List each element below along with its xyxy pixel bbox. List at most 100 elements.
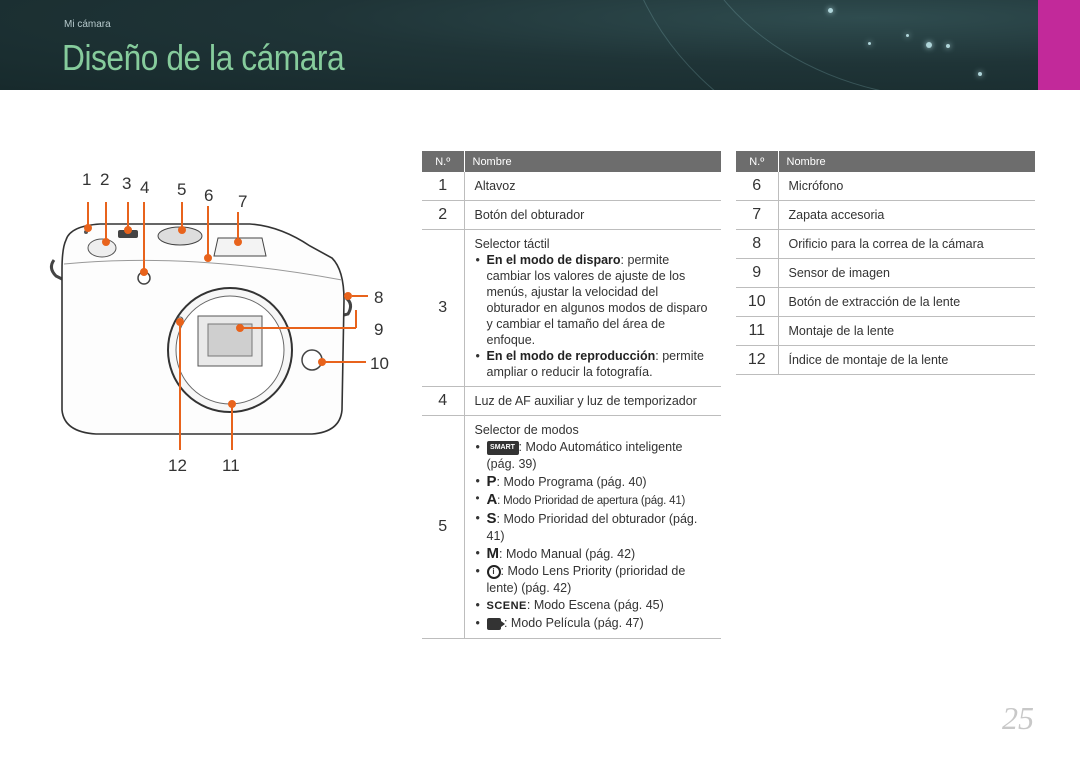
mode-text: : Modo Automático inteligente (pág. 39) [486, 440, 683, 471]
program-mode-icon: P [486, 473, 497, 490]
column-header-no: N.º [736, 151, 779, 172]
list-item: i: Modo Lens Priority (prioridad de lent… [475, 563, 712, 597]
row-name: Orificio para la correa de la cámara [778, 229, 1035, 259]
row-name: Montaje de la lente [778, 316, 1035, 346]
page-number: 25 [1002, 700, 1034, 736]
row-name: Zapata accesoria [778, 200, 1035, 230]
table-row: 8 Orificio para la correa de la cámara [736, 229, 1035, 259]
table-row: 6 Micrófono [736, 172, 1035, 201]
column-header-no: N.º [422, 151, 465, 172]
sparkle [926, 42, 932, 48]
scene-mode-icon: SCENE [486, 600, 527, 612]
hot-shoe [213, 237, 267, 257]
row-name: Luz de AF auxiliar y luz de temporizador [464, 386, 721, 416]
list-item: En el modo de disparo: permite cambiar l… [475, 252, 712, 348]
table-row: 9 Sensor de imagen [736, 258, 1035, 288]
table-row: 3 Selector táctil En el modo de disparo:… [422, 229, 721, 387]
callout-1: 1 [82, 170, 92, 189]
list-item: S: Modo Prioridad del obturador (pág. 41… [475, 510, 712, 545]
breadcrumb[interactable]: Mi cámara [64, 19, 111, 30]
row-name: Selector táctil En el modo de disparo: p… [464, 229, 721, 387]
table-row: 2 Botón del obturador [422, 200, 721, 230]
sparkle [906, 34, 909, 37]
row-number: 10 [736, 287, 779, 317]
mode-text: : Modo Lens Priority (prioridad de lente… [486, 564, 686, 595]
camera-diagram: 1 2 3 4 5 6 7 8 9 10 11 12 [40, 160, 400, 480]
mode-text: : Modo Escena (pág. 45) [526, 598, 664, 612]
callout-2: 2 [100, 170, 110, 189]
shutter-mode-icon: S [486, 510, 497, 527]
callout-3: 3 [122, 174, 132, 193]
strap-left [49, 259, 65, 282]
row-number: 8 [736, 229, 779, 259]
mode-text: : Modo Prioridad del obturador (pág. 41) [486, 512, 698, 543]
callout-lines [84, 202, 368, 450]
callout-12: 12 [168, 456, 187, 475]
list-item: : Modo Película (pág. 47) [475, 615, 712, 632]
list-item: SMART: Modo Automático inteligente (pág.… [475, 439, 712, 473]
table-row: 7 Zapata accesoria [736, 200, 1035, 230]
mode-text: : Modo Película (pág. 47) [503, 616, 644, 630]
mode-text: : Modo Manual (pág. 42) [499, 547, 636, 561]
bullet-text: : permite cambiar los valores de ajuste … [486, 253, 708, 347]
table-row: 5 Selector de modos SMART: Modo Automáti… [422, 415, 721, 639]
bullet-text: : permite ampliar o reducir la fotografí… [486, 349, 704, 379]
table-row: 11 Montaje de la lente [736, 316, 1035, 346]
shutter-button [87, 238, 117, 258]
row-number: 5 [422, 415, 465, 639]
callout-9: 9 [374, 320, 384, 339]
row-name: Botón del obturador [464, 200, 721, 230]
table-row: 1 Altavoz [422, 172, 721, 201]
bullet-list: En el modo de disparo: permite cambiar l… [475, 252, 712, 380]
lens-priority-icon: i [486, 564, 501, 579]
row-name: Botón de extracción de la lente [778, 287, 1035, 317]
list-item: A: Modo Prioridad de apertura (pág. 41) [475, 491, 712, 510]
list-item: P: Modo Programa (pág. 40) [475, 473, 712, 491]
list-item: En el modo de reproducción: permite ampl… [475, 348, 712, 380]
row-number: 3 [422, 229, 465, 387]
row-title: Selector de modos [474, 423, 579, 437]
row-number: 6 [736, 172, 779, 201]
callout-11: 11 [222, 456, 240, 475]
bullet-heading: En el modo de reproducción [486, 349, 656, 363]
header-banner: Mi cámara Diseño de la cámara [0, 0, 1080, 90]
movie-camera-icon [486, 617, 505, 630]
sparkle [828, 8, 833, 13]
callout-5: 5 [177, 180, 187, 199]
row-number: 11 [736, 316, 779, 346]
row-name: Micrófono [778, 172, 1035, 201]
mode-list: SMART: Modo Automático inteligente (pág.… [475, 439, 712, 632]
parts-table-right: N.º Nombre 6 Micrófono 7 Zapata accesori… [736, 151, 1035, 375]
column-header-name: Nombre [464, 151, 721, 172]
row-name: Altavoz [464, 172, 721, 201]
sparkle [946, 44, 950, 48]
column-header-name: Nombre [778, 151, 1035, 172]
mode-text: : Modo Programa (pág. 40) [496, 475, 647, 489]
table-header-row: N.º Nombre [736, 151, 1035, 172]
callout-4: 4 [140, 178, 150, 197]
row-number: 9 [736, 258, 779, 288]
list-item: M: Modo Manual (pág. 42) [475, 545, 712, 563]
sparkle [868, 42, 871, 45]
row-name: Sensor de imagen [778, 258, 1035, 288]
callout-8: 8 [374, 288, 384, 307]
row-name: Índice de montaje de la lente [778, 345, 1035, 375]
smart-auto-icon: SMART [486, 440, 519, 455]
sparkle [978, 72, 982, 76]
row-number: 12 [736, 345, 779, 375]
table-row: 4 Luz de AF auxiliar y luz de temporizad… [422, 386, 721, 416]
body-seam [63, 259, 343, 281]
mode-text: : Modo Prioridad de apertura (pág. 41) [497, 495, 686, 507]
table-row: 10 Botón de extracción de la lente [736, 287, 1035, 317]
camera-illustration [49, 202, 368, 450]
sensor-surface [207, 323, 253, 357]
callout-6: 6 [204, 186, 214, 205]
parts-table-left: N.º Nombre 1 Altavoz 2 Botón del obturad… [422, 151, 721, 639]
table-header-row: N.º Nombre [422, 151, 721, 172]
row-number: 1 [422, 172, 465, 201]
list-item: SCENE: Modo Escena (pág. 45) [475, 597, 712, 615]
bullet-heading: En el modo de disparo [486, 253, 621, 267]
row-number: 4 [422, 386, 465, 416]
callout-10: 10 [370, 354, 389, 373]
row-title: Selector táctil [474, 237, 550, 251]
